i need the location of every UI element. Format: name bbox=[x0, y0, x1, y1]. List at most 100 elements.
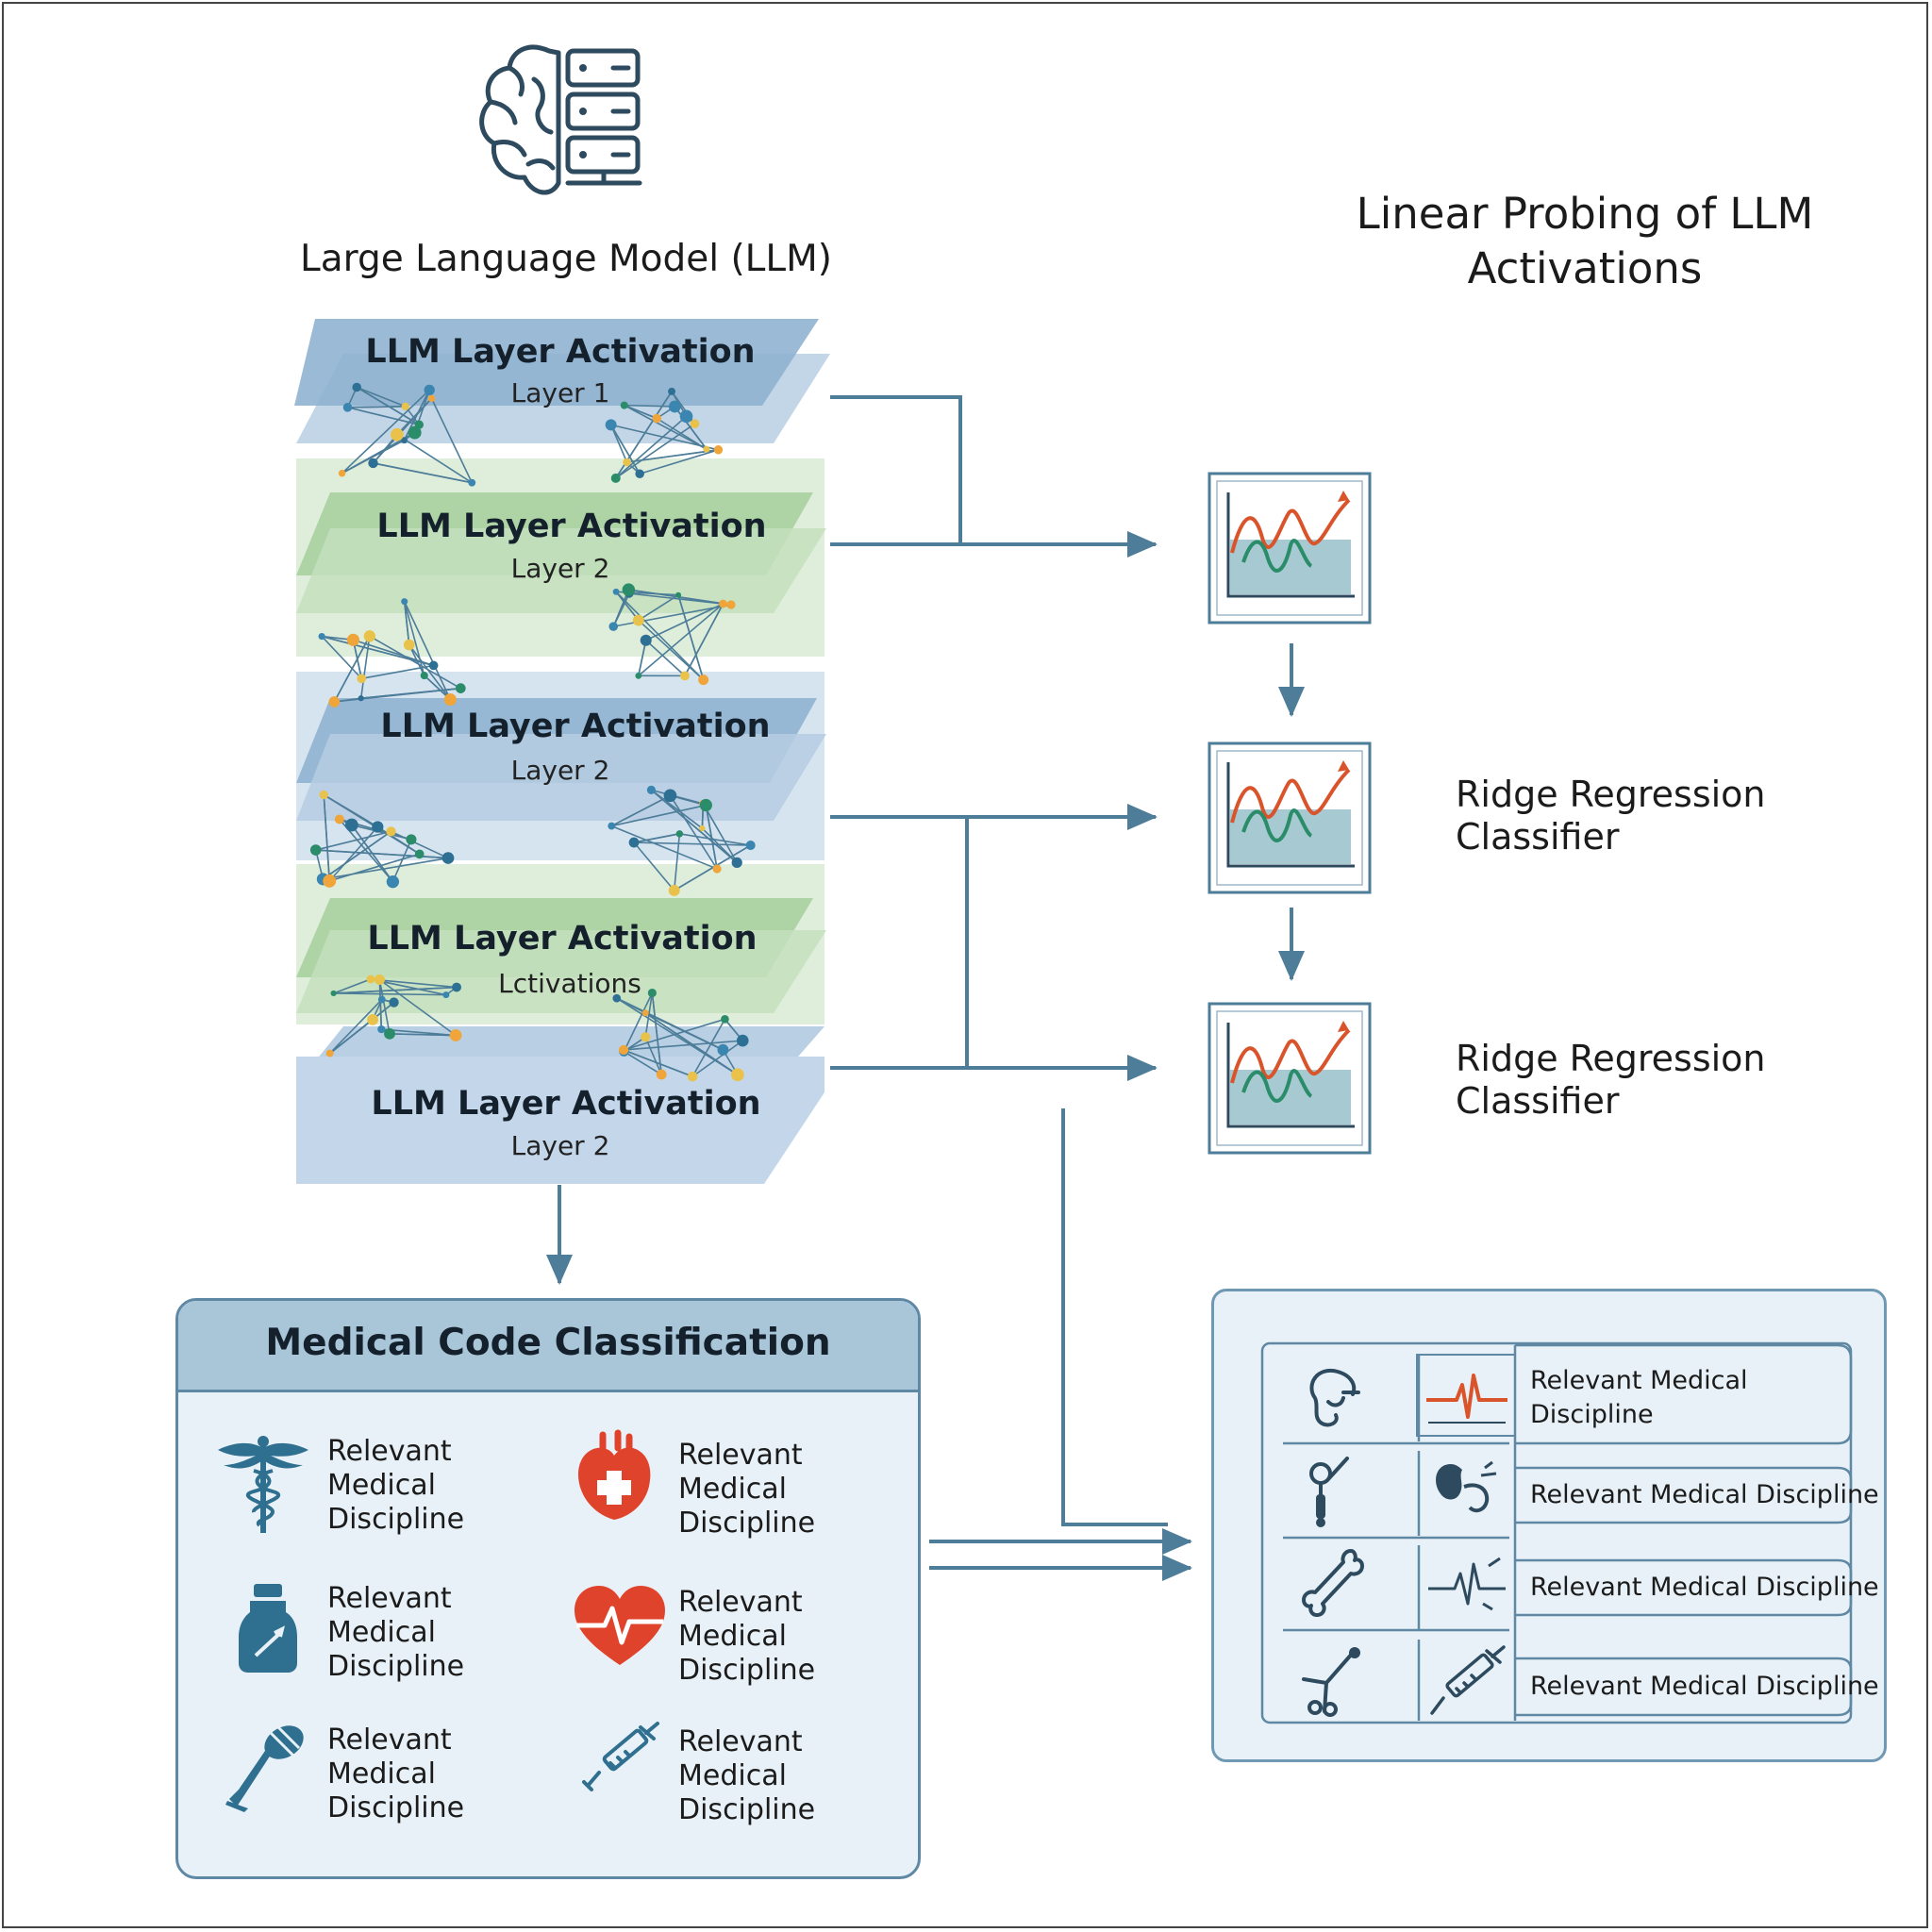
layer-2-subtitle: Layer 2 bbox=[510, 553, 610, 584]
network-edge bbox=[638, 603, 724, 676]
surgical-tool-icon bbox=[1302, 1647, 1360, 1717]
network-edge bbox=[356, 386, 407, 408]
network-edge bbox=[315, 830, 391, 851]
network-node bbox=[345, 818, 358, 832]
medicine-bottle-icon bbox=[239, 1584, 297, 1673]
classifier-chart-1 bbox=[1208, 472, 1372, 625]
syringe-icon bbox=[1430, 1645, 1506, 1715]
network-edge bbox=[638, 594, 679, 622]
network-edge bbox=[615, 415, 688, 479]
classifier-3-label: Ridge Regression Classifier bbox=[1456, 1038, 1766, 1122]
network-node bbox=[319, 790, 328, 800]
network-node bbox=[309, 844, 322, 856]
network-edge bbox=[644, 992, 654, 1038]
network-edge bbox=[359, 636, 371, 699]
network-edge bbox=[684, 603, 724, 676]
network-node bbox=[408, 425, 422, 440]
network-node bbox=[443, 693, 457, 707]
discipline-label-5: Relevant Medical Discipline bbox=[327, 1724, 465, 1824]
llm-title: Large Language Model (LLM) bbox=[299, 238, 832, 280]
kidney-icon bbox=[1436, 1460, 1497, 1513]
network-edge bbox=[645, 640, 686, 676]
network-edge bbox=[378, 978, 457, 1037]
network-edge bbox=[610, 824, 718, 870]
network-node bbox=[608, 822, 616, 830]
network-node bbox=[406, 834, 417, 845]
network-node bbox=[620, 401, 628, 409]
network-edge bbox=[321, 636, 362, 679]
network-node bbox=[668, 400, 681, 413]
network-edge bbox=[347, 406, 406, 408]
network-node bbox=[366, 974, 375, 984]
network-edge bbox=[637, 640, 647, 676]
network-node bbox=[441, 852, 455, 864]
network-edge bbox=[638, 619, 705, 681]
network-edge bbox=[624, 404, 675, 408]
network-node bbox=[386, 875, 400, 889]
network-node bbox=[334, 814, 344, 824]
layer-1-title: LLM Layer Activation bbox=[365, 333, 756, 371]
classifier-2-label: Ridge Regression Classifier bbox=[1456, 774, 1766, 858]
network-edge bbox=[623, 992, 654, 1052]
network-edge bbox=[624, 404, 658, 420]
network-edge bbox=[615, 423, 695, 479]
network-node bbox=[641, 1032, 651, 1042]
network-edge bbox=[615, 591, 705, 681]
network-node bbox=[646, 785, 656, 794]
network-node bbox=[641, 1009, 649, 1017]
network-edge bbox=[609, 425, 628, 463]
network-node bbox=[368, 458, 378, 469]
network-edge bbox=[612, 592, 630, 627]
network-node bbox=[455, 683, 466, 693]
network-node bbox=[384, 1027, 395, 1040]
network-edge bbox=[323, 793, 378, 828]
network-node bbox=[386, 826, 396, 837]
network-edge bbox=[674, 406, 708, 450]
network-node bbox=[680, 671, 690, 681]
network-node bbox=[400, 437, 408, 444]
ecg-icon bbox=[1426, 1374, 1507, 1424]
network-node bbox=[377, 1024, 386, 1034]
network-edge bbox=[408, 644, 425, 676]
network-node bbox=[635, 469, 644, 479]
network-edge bbox=[639, 449, 719, 475]
network-node bbox=[427, 394, 436, 403]
network-edge bbox=[616, 997, 724, 1051]
medical-code-panel-header: Medical Code Classification bbox=[178, 1301, 918, 1392]
network-edge bbox=[323, 857, 449, 880]
network-edge bbox=[378, 979, 391, 1035]
result-label-2: Relevant Medical Discipline bbox=[1530, 1480, 1879, 1509]
network-edge bbox=[322, 830, 391, 880]
network-node bbox=[623, 458, 631, 467]
probe-title: Linear Probing of LLM Activations bbox=[1356, 189, 1814, 293]
network-edge bbox=[691, 1040, 743, 1077]
connector-layer1 bbox=[830, 395, 962, 544]
network-node bbox=[717, 1043, 729, 1056]
classifier-chart-2 bbox=[1208, 741, 1372, 894]
network-edge bbox=[623, 1049, 693, 1077]
stethoscope-icon bbox=[1309, 1368, 1360, 1427]
network-node bbox=[699, 798, 712, 812]
network-node bbox=[726, 600, 736, 609]
network-node bbox=[358, 695, 364, 702]
brain-server-icon bbox=[479, 44, 642, 195]
layer-plane-3 bbox=[296, 672, 826, 860]
network-edge bbox=[650, 789, 738, 864]
layer-3-subtitle: Layer 2 bbox=[510, 755, 610, 786]
network-node bbox=[452, 982, 462, 992]
network-node bbox=[719, 599, 727, 608]
network-node bbox=[401, 598, 408, 606]
network-edge bbox=[624, 1050, 662, 1075]
network-node bbox=[323, 874, 337, 888]
network-node bbox=[342, 403, 353, 412]
network-edge bbox=[691, 1018, 726, 1077]
network-node bbox=[468, 478, 476, 487]
layer-4-title: LLM Layer Activation bbox=[367, 920, 758, 958]
network-node bbox=[352, 382, 361, 392]
network-node bbox=[668, 884, 680, 896]
network-edge bbox=[370, 978, 458, 989]
network-node bbox=[668, 387, 676, 395]
discipline-label-1: Relevant Medical Discipline bbox=[327, 1435, 465, 1536]
network-edge bbox=[391, 839, 412, 882]
